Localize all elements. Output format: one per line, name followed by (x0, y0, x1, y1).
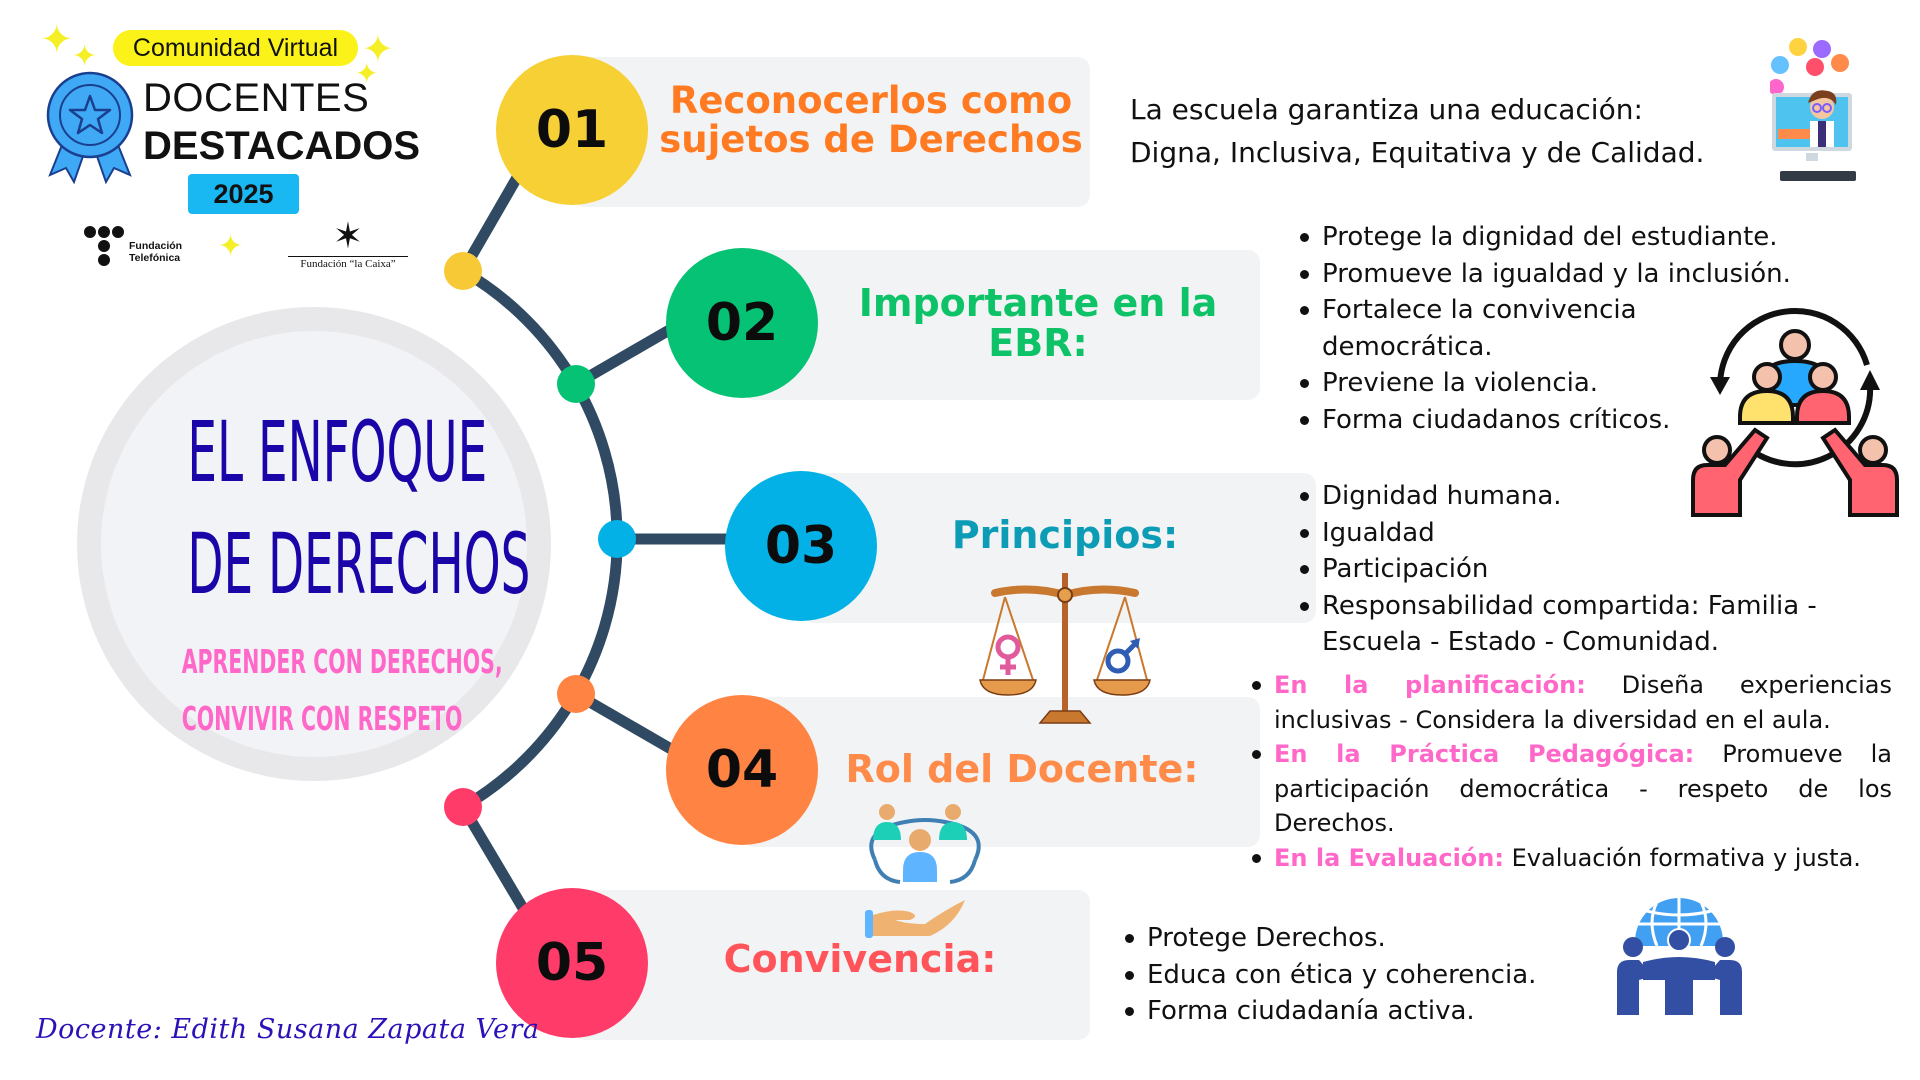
list-item: Fortalece la convivencia democrática. (1300, 292, 1791, 365)
sparkle-icon: ✦ (355, 57, 379, 90)
caixa-star-icon: ✶ (332, 216, 364, 257)
community-badge: Comunidad Virtual (113, 30, 358, 66)
step-01-detail: La escuela garantiza una educación: Dign… (1130, 88, 1704, 174)
sponsor1-line1: Fundación (129, 240, 183, 252)
fundacion-telefonica-logo: Fundación Telefónica (84, 226, 194, 272)
global-community-icon (1617, 898, 1742, 1015)
scientist-computer-illustration (1770, 38, 1856, 181)
connector-dot-2 (557, 365, 595, 403)
connector-dot-1 (444, 252, 482, 290)
list-item: Previene la violencia. (1300, 365, 1791, 402)
badge-year: 2025 (188, 174, 299, 214)
step-01-detail-line1: La escuela garantiza una educación: (1130, 93, 1643, 126)
list-item: Educa con ética y coherencia. (1125, 957, 1536, 994)
sponsor2-label: Fundación “la Caixa” (288, 256, 408, 270)
step-01-detail-line2: Digna, Inclusiva, Equitativa y de Calida… (1130, 136, 1705, 169)
connector-dot-5 (444, 788, 482, 826)
list-item: En la planificación: Diseña experiencias… (1252, 668, 1892, 737)
list-item: En la Práctica Pedagógica: Promueve la p… (1252, 737, 1892, 841)
list-item: Igualdad (1300, 515, 1860, 552)
list-item-text: Promueve la participación democrática - … (1274, 740, 1892, 837)
list-item-line1: Fortalece la convivencia (1322, 295, 1637, 325)
main-title-line2: DE DERECHOS (187, 515, 531, 613)
step-03-detail-list: Dignidad humana. Igualdad Participación … (1300, 478, 1860, 661)
sponsor1-line2: Telefónica (129, 252, 181, 264)
list-item: Dignidad humana. (1300, 478, 1860, 515)
fundacion-la-caixa-logo: ✶ Fundación “la Caixa” (288, 218, 408, 278)
sparkle-icon: ✦ (218, 229, 244, 264)
list-item-label: En la Práctica Pedagógica: (1274, 740, 1695, 768)
step-02-box (743, 250, 1260, 400)
step-02-title-line1: Importante en la (858, 281, 1218, 325)
list-item: Participación (1300, 551, 1860, 588)
step-04-title: Rol del Docente: (845, 747, 1199, 791)
step-02-detail-list: Protege la dignidad del estudiante. Prom… (1300, 219, 1791, 438)
step-05-box (573, 890, 1090, 1040)
step-04-number: 04 (666, 695, 818, 845)
step-01-title-line1: Reconocerlos como (669, 79, 1073, 122)
main-subtitle-line2: CONVIVIR CON RESPETO (181, 699, 463, 738)
step-01-number: 01 (496, 55, 648, 205)
step-01-title: Reconocerlos como sujetos de Derechos (650, 79, 1092, 161)
list-item: Promueve la igualdad y la inclusión. (1300, 256, 1791, 293)
list-item-label: En la planificación: (1274, 671, 1586, 699)
main-subtitle-line1: APRENDER CON DERECHOS, (181, 642, 503, 681)
list-item-text: Diseña experiencias inclusivas - Conside… (1274, 671, 1892, 734)
team-people-icon (865, 804, 981, 938)
step-04-detail-list: En la planificación: Diseña experiencias… (1252, 668, 1892, 875)
sparkle-icon: ✦ (362, 27, 394, 71)
list-item-text: Evaluación formativa y justa. (1511, 843, 1861, 872)
list-item-label: En la Evaluación: (1274, 843, 1504, 872)
list-item-line2: democrática. (1322, 331, 1493, 362)
author-signature: Docente: Edith Susana Zapata Vera (36, 1014, 540, 1045)
list-item: Protege la dignidad del estudiante. (1300, 219, 1791, 256)
step-02-title: Importante en la EBR: (818, 281, 1258, 365)
community-cycle-icon (1691, 308, 1899, 517)
badge-title-line2: DESTACADOS (143, 124, 421, 168)
step-03-title: Principios: (951, 513, 1179, 557)
scales-of-justice-icon (979, 573, 1151, 724)
step-05-detail-list: Protege Derechos. Educa con ética y cohe… (1125, 920, 1536, 1030)
main-circle (101, 331, 527, 757)
list-item: Protege Derechos. (1125, 920, 1536, 957)
sparkle-icon: ✦ (40, 17, 74, 63)
step-05-number: 05 (496, 888, 648, 1038)
connector-dot-3 (598, 520, 636, 558)
list-item: Forma ciudadanos críticos. (1300, 402, 1791, 439)
step-04-box (743, 697, 1260, 847)
telefonica-t-icon (84, 226, 126, 272)
main-title: EL ENFOQUE DE DERECHOS (187, 396, 531, 620)
list-item: En la Evaluación: Evaluación formativa y… (1252, 841, 1892, 876)
step-05-title: Convivencia: (723, 937, 997, 981)
step-03-number: 03 (725, 471, 877, 621)
sparkle-icon: ✦ (72, 39, 98, 74)
main-title-line1: EL ENFOQUE (187, 403, 488, 501)
list-item: Forma ciudadanía activa. (1125, 993, 1536, 1030)
list-item: Responsabilidad compartida: Familia - Es… (1300, 588, 1860, 661)
connector-dot-4 (557, 675, 595, 713)
step-02-number: 02 (666, 248, 818, 398)
medal-icon (46, 71, 134, 185)
step-02-title-line2: EBR: (988, 320, 1088, 365)
step-01-box (573, 57, 1090, 207)
main-subtitle: APRENDER CON DERECHOS, CONVIVIR CON RESP… (181, 633, 503, 747)
badge-title-line1: DOCENTES (143, 76, 370, 120)
step-01-title-line2: sujetos de Derechos (659, 117, 1083, 161)
